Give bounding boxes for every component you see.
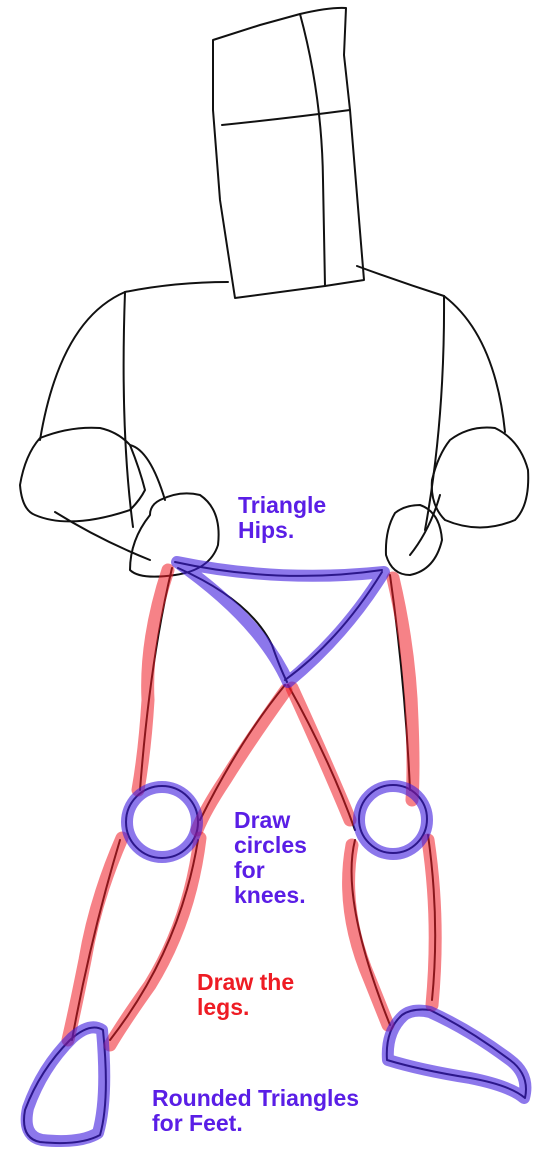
left-foot-highlight (20, 1021, 111, 1148)
hips-triangle-highlight (171, 556, 390, 688)
feet-label: Rounded Triangles for Feet. (152, 1085, 360, 1136)
left-shin-inner-highlight (103, 831, 207, 1052)
left-shin-outer-highlight (61, 831, 129, 1047)
left-knee-highlight (121, 781, 203, 863)
joints-highlight (20, 556, 532, 1148)
right-thigh-highlight (386, 571, 420, 807)
knees-label: Draw circles for knees. (234, 807, 307, 908)
cross-thigh-left-highlight (190, 683, 293, 837)
right-foot-highlight (381, 1004, 532, 1104)
hips-label: Triangle Hips. (238, 492, 327, 543)
head-sketch (212, 6, 365, 299)
torso-sketch (39, 265, 506, 531)
left-arm-sketch (19, 426, 220, 578)
right-arm-sketch (384, 426, 530, 576)
legs-highlight (61, 563, 442, 1052)
right-knee-highlight (353, 780, 433, 860)
right-shin-inner-highlight (421, 833, 442, 1012)
cross-thigh-right-highlight (285, 681, 357, 827)
right-shin-outer-highlight (342, 838, 395, 1032)
legs-label: Draw the legs. (197, 969, 295, 1020)
left-thigh-highlight (131, 563, 175, 797)
